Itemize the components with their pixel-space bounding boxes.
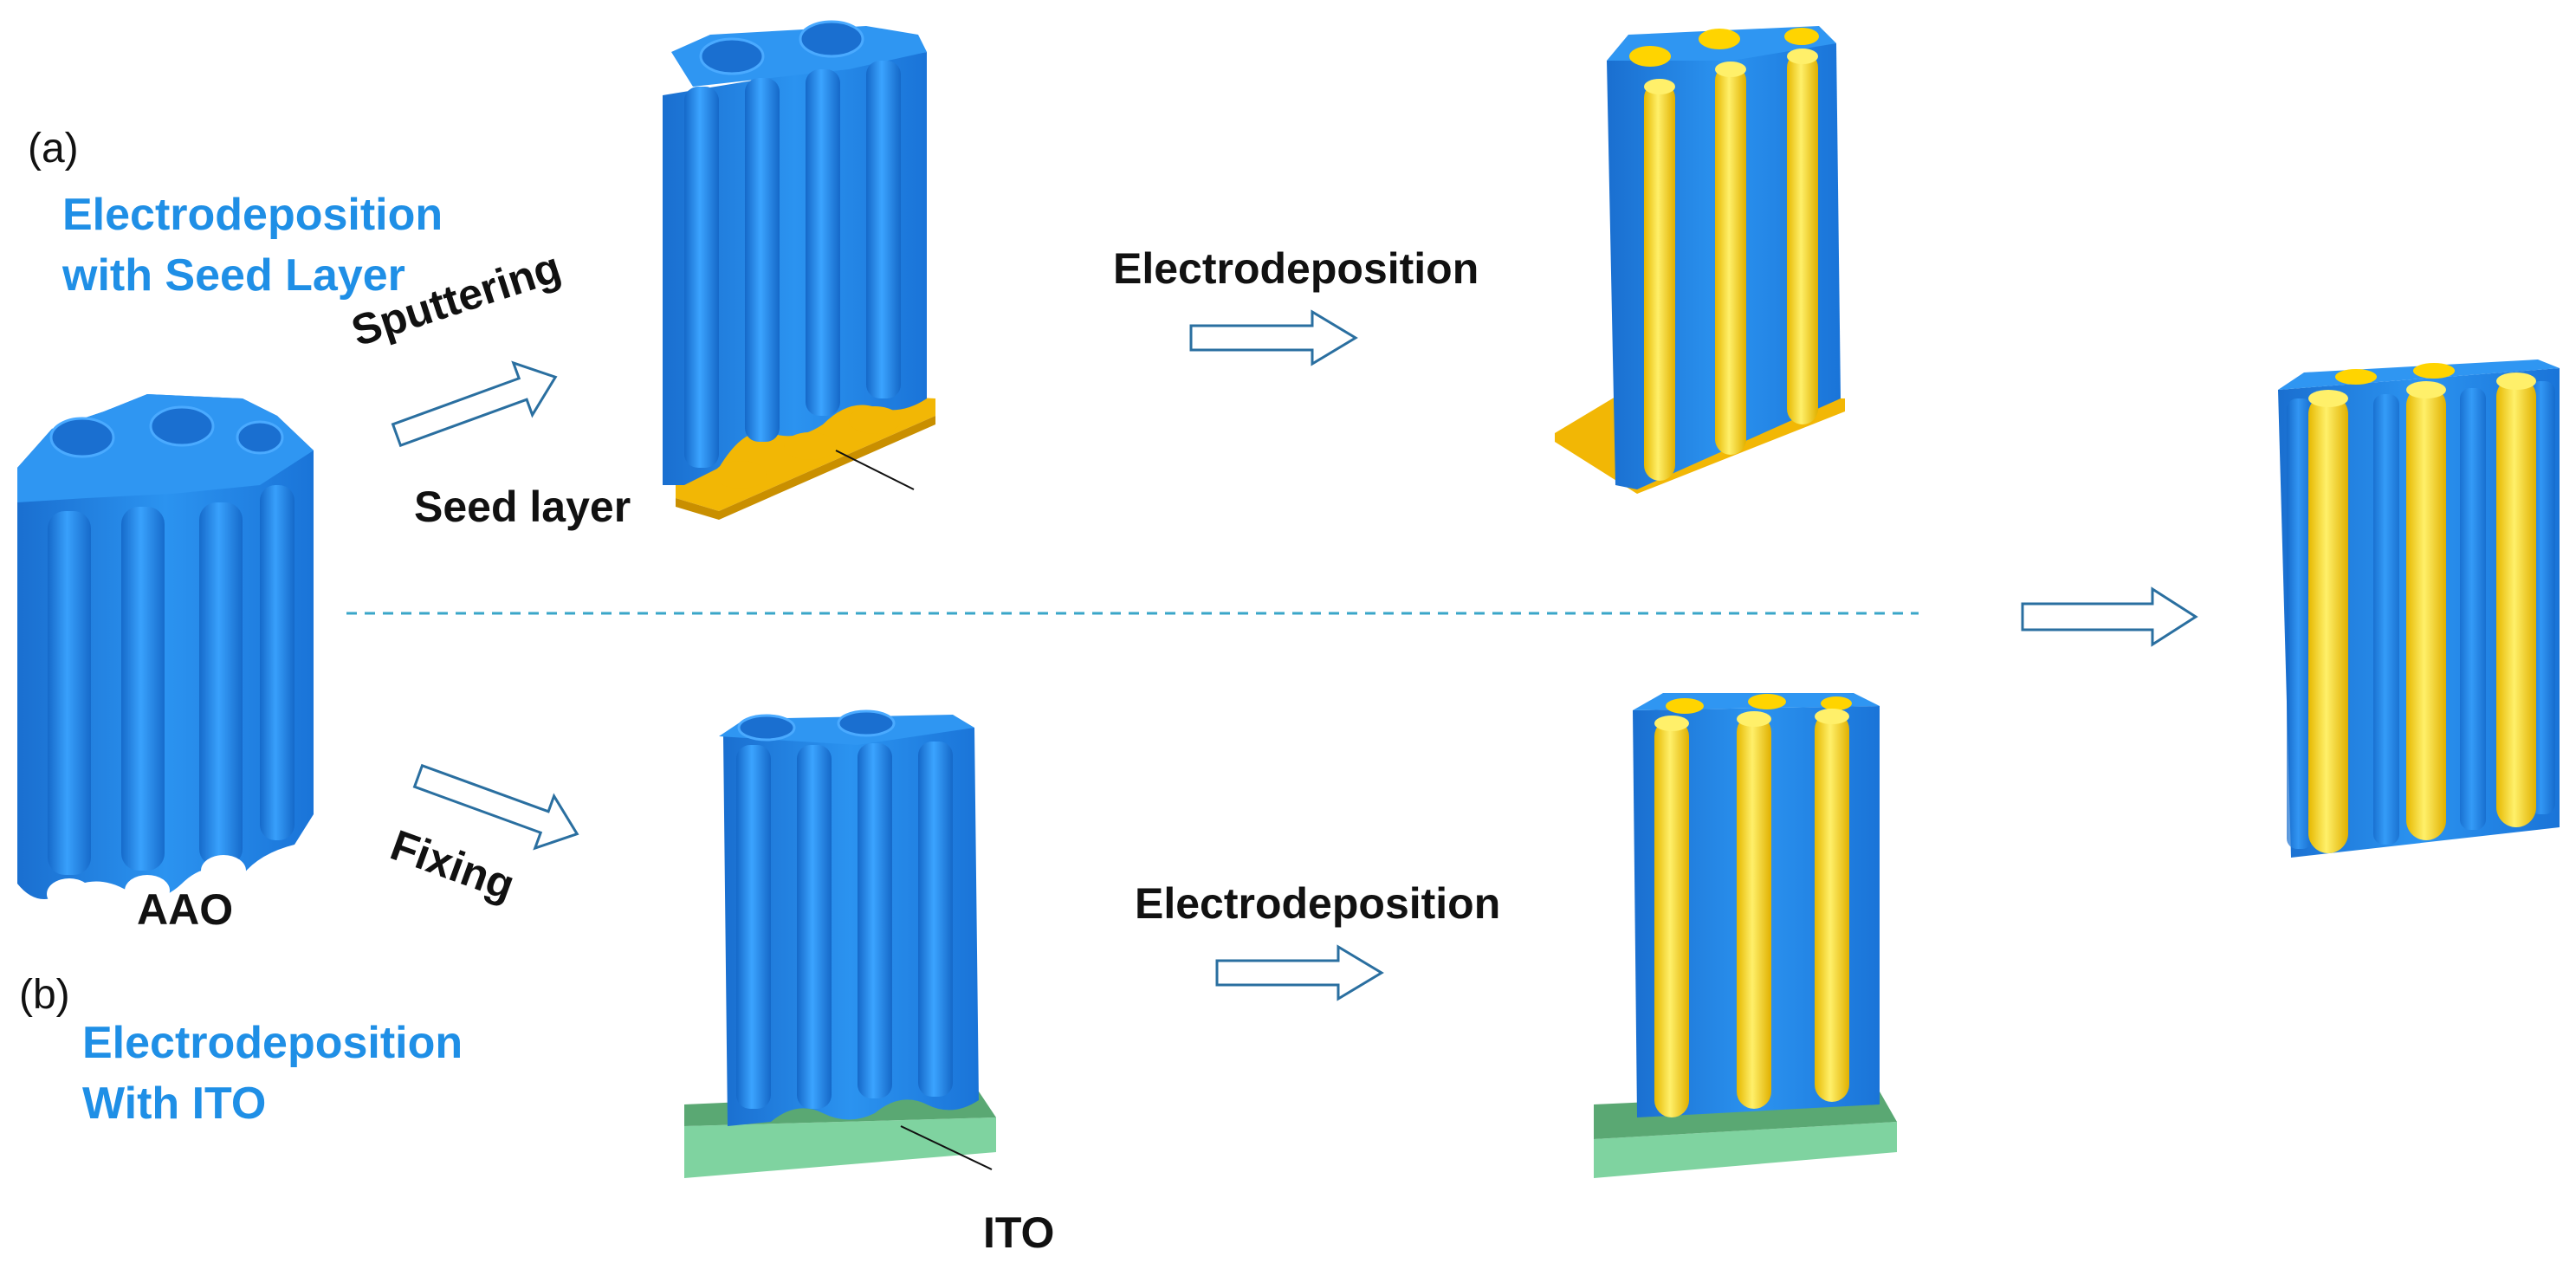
arrow-final <box>2021 586 2198 647</box>
seed-layer-nanowires <box>1555 26 1845 494</box>
electrodeposition-bottom-label: Electrodeposition <box>1135 879 1501 928</box>
ito-nanowires <box>1594 693 1897 1178</box>
seed-layer-label: Seed layer <box>414 483 631 531</box>
method-b-line2: With ITO <box>82 1078 267 1129</box>
aao-label: AAO <box>137 885 234 934</box>
ito-label: ITO <box>983 1208 1055 1257</box>
final-nanowire-array <box>2278 359 2560 858</box>
panel-label-a: (a) <box>28 126 79 172</box>
panel-label-b: (b) <box>19 972 70 1018</box>
arrow-sputtering <box>391 360 558 448</box>
method-b-line1: Electrodeposition <box>82 1018 463 1068</box>
arrow-electrodeposition-top <box>1189 309 1358 366</box>
method-a-line1: Electrodeposition <box>62 190 443 240</box>
seed-layer-template <box>663 20 935 520</box>
aao-template <box>17 394 314 910</box>
electrodeposition-top-label: Electrodeposition <box>1113 244 1479 293</box>
arrow-electrodeposition-bottom <box>1215 944 1384 1001</box>
arrow-fixing <box>412 763 579 851</box>
ito-template <box>684 709 996 1178</box>
method-a-line2: with Seed Layer <box>62 250 405 301</box>
